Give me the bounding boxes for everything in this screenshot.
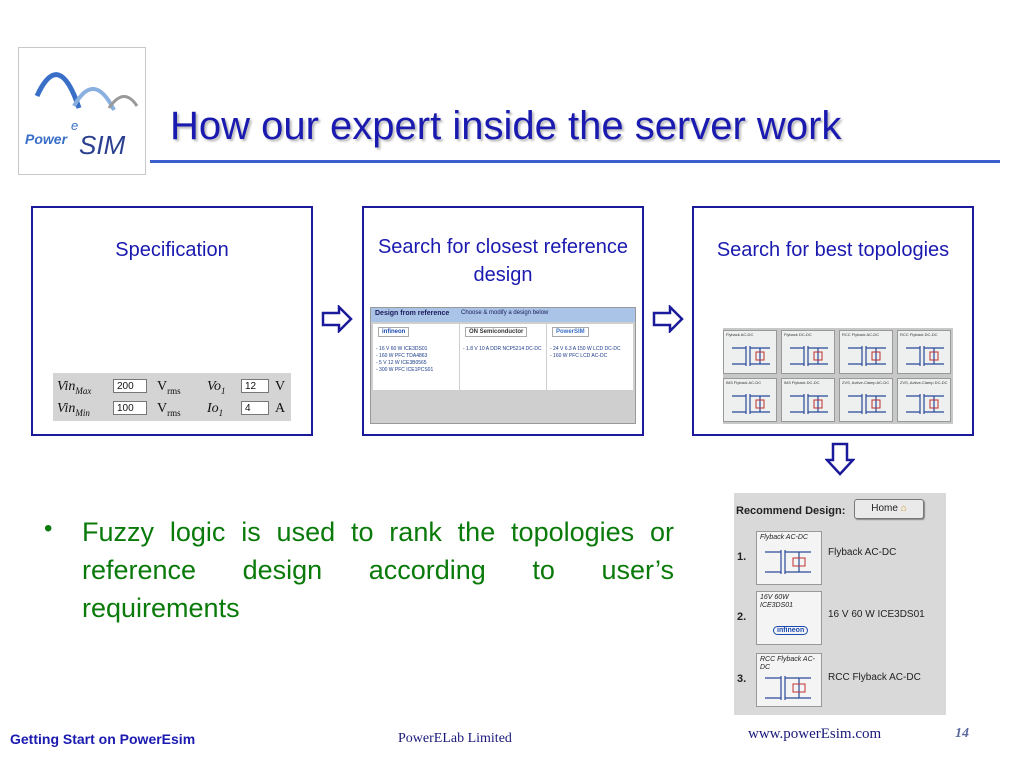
title-underline bbox=[150, 160, 1000, 163]
reference-header: Design from reference Choose & modify a … bbox=[371, 308, 635, 322]
onsemi-logo-icon: ON Semiconductor bbox=[465, 327, 528, 337]
bullet-text: Fuzzy logic is used to rank the topologi… bbox=[82, 517, 674, 623]
step-box-reference: Search for closest reference design Desi… bbox=[362, 206, 644, 436]
recommend-panel: Recommend Design: Home ⌂ 1. Flyback AC-D… bbox=[734, 493, 946, 715]
circuit-icon bbox=[765, 550, 811, 574]
step-box-specification: Specification VinMax 200 Vrms Vo1 12 V V… bbox=[31, 206, 313, 436]
topology-thumb[interactable]: Flyback DC-DC bbox=[781, 330, 835, 374]
poweresim-logo: Power e SIM bbox=[18, 47, 146, 175]
recommend-thumb[interactable]: 16V 60W ICE3DS01 infineon bbox=[756, 591, 822, 645]
spec-unit: V bbox=[275, 379, 286, 394]
arrow-right-icon bbox=[652, 303, 684, 335]
page-title: How our expert inside the server work bbox=[170, 104, 842, 148]
svg-text:Power: Power bbox=[25, 131, 69, 147]
footer-url[interactable]: www.powerEsim.com bbox=[748, 726, 882, 742]
spec-unit: Vrms bbox=[157, 379, 181, 396]
reference-panel: Design from reference Choose & modify a … bbox=[370, 307, 636, 424]
svg-text:e: e bbox=[71, 118, 78, 133]
topology-thumb[interactable]: ZVS, Active-Clamp AC-DC bbox=[839, 378, 893, 422]
spec-var: Io1 bbox=[207, 401, 224, 418]
recommend-thumb[interactable]: RCC Flyback AC-DC bbox=[756, 653, 822, 707]
spec-var: VinMin bbox=[57, 401, 90, 418]
circuit-icon bbox=[732, 394, 770, 414]
vo1-input[interactable]: 12 bbox=[241, 379, 269, 393]
circuit-icon bbox=[906, 394, 944, 414]
arrow-down-icon bbox=[824, 442, 856, 476]
footer-title: Getting Start on PowerEsim bbox=[10, 731, 196, 747]
spec-table: VinMax 200 Vrms Vo1 12 V VinMin 100 Vrms… bbox=[53, 373, 291, 421]
step-box-topologies: Search for best topologies Flyback AC-DC… bbox=[692, 206, 974, 436]
spec-var: Vo1 bbox=[207, 379, 226, 396]
spec-var: VinMax bbox=[57, 379, 92, 396]
home-button[interactable]: Home ⌂ bbox=[854, 499, 924, 519]
circuit-icon bbox=[906, 346, 944, 366]
reference-items: - 24 V 6.3 A 150 W LCD DC-DC - 160 W PFC… bbox=[550, 346, 621, 359]
circuit-icon bbox=[848, 346, 886, 366]
reference-header-hint: Choose & modify a design below bbox=[461, 310, 549, 316]
reference-items: - 16 V 60 W ICE3DS01 - 160 W PFC TDA4863… bbox=[376, 346, 434, 373]
logo-arcs-icon: Power e SIM bbox=[25, 72, 139, 160]
topology-thumb[interactable]: RCC Flyback DC-DC bbox=[897, 330, 951, 374]
step-label: Specification bbox=[115, 239, 229, 261]
infineon-logo-icon: infineon bbox=[773, 626, 809, 635]
recommend-title: Recommend Design: bbox=[736, 505, 846, 517]
circuit-icon bbox=[790, 346, 828, 366]
recommend-thumb[interactable]: Flyback AC-DC bbox=[756, 531, 822, 585]
io1-input[interactable]: 4 bbox=[241, 401, 269, 415]
topology-thumb[interactable]: Flyback AC-DC bbox=[723, 330, 777, 374]
recommend-name: RCC Flyback AC-DC bbox=[828, 672, 921, 683]
topology-thumb[interactable]: ZVS, Active-Clamp DC-DC bbox=[897, 378, 951, 422]
topology-thumb[interactable]: RCC Flyback AC-DC bbox=[839, 330, 893, 374]
page-number: 14 bbox=[955, 726, 969, 741]
footer-company: PowerELab Limited bbox=[398, 731, 512, 746]
rank-number: 2. bbox=[737, 611, 747, 623]
topology-thumb[interactable]: IM3 Flyback AC-DC bbox=[723, 378, 777, 422]
reference-column[interactable]: infineon - 16 V 60 W ICE3DS01 - 160 W PF… bbox=[373, 324, 459, 390]
spec-unit: Vrms bbox=[157, 401, 181, 418]
reference-items: - 1.8 V 10 A DDR NCP5214 DC-DC bbox=[463, 346, 542, 352]
circuit-icon bbox=[848, 394, 886, 414]
reference-column[interactable]: PowerSIM - 24 V 6.3 A 150 W LCD DC-DC - … bbox=[547, 324, 633, 390]
spec-unit: A bbox=[275, 401, 286, 416]
arrow-right-icon bbox=[321, 303, 353, 335]
rank-number: 3. bbox=[737, 673, 747, 685]
recommend-name: Flyback AC-DC bbox=[828, 547, 897, 558]
home-icon: ⌂ bbox=[900, 503, 907, 514]
bullet-dot-icon: • bbox=[44, 515, 53, 542]
circuit-icon bbox=[765, 676, 811, 700]
infineon-logo-icon: infineon bbox=[378, 327, 410, 337]
vin-max-input[interactable]: 200 bbox=[113, 379, 147, 393]
vin-min-input[interactable]: 100 bbox=[113, 401, 147, 415]
recommend-name: 16 V 60 W ICE3DS01 bbox=[828, 609, 925, 620]
poweresim-small-logo-icon: PowerSIM bbox=[552, 327, 589, 337]
circuit-icon bbox=[732, 346, 770, 366]
svg-text:SIM: SIM bbox=[79, 130, 126, 160]
circuit-icon bbox=[790, 394, 828, 414]
step-label: Search for best topologies bbox=[716, 239, 950, 261]
topology-grid: Flyback AC-DC Flyback DC-DC RCC Flyback … bbox=[723, 328, 953, 424]
topology-thumb[interactable]: IM3 Flyback DC-DC bbox=[781, 378, 835, 422]
step-label: Search for closest reference design bbox=[377, 236, 629, 286]
reference-column[interactable]: ON Semiconductor - 1.8 V 10 A DDR NCP521… bbox=[460, 324, 546, 390]
rank-number: 1. bbox=[737, 551, 747, 563]
reference-header-title: Design from reference bbox=[375, 310, 450, 317]
